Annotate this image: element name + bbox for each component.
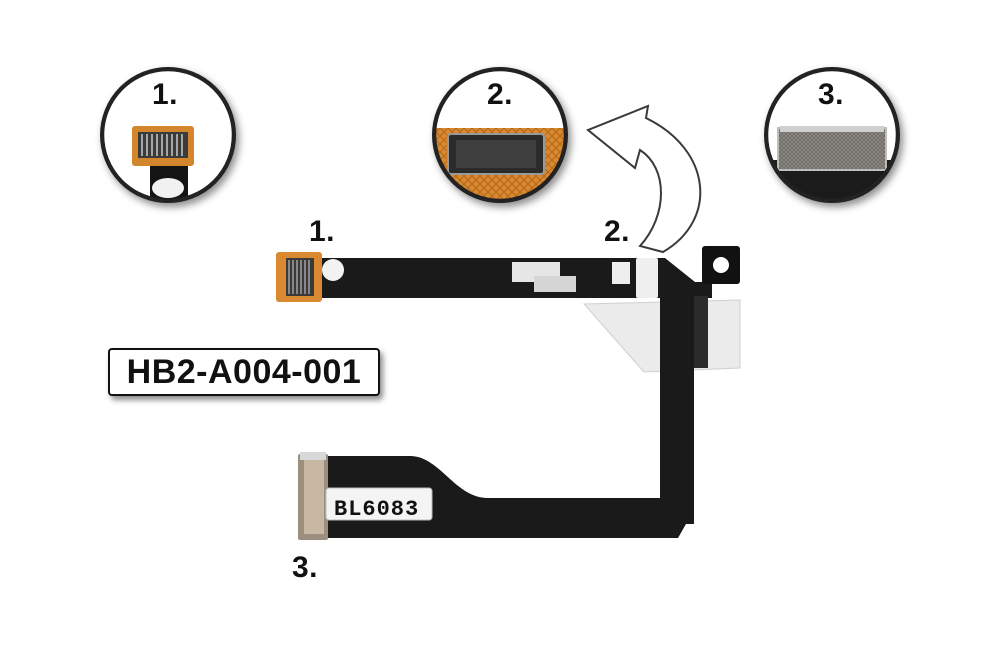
part-number-label: HB2-A004-001: [108, 348, 380, 396]
zoom-2-number: 2.: [487, 78, 514, 111]
curved-arrow-icon: [586, 104, 702, 254]
connector-3-label: 3.: [292, 551, 319, 584]
connector-1-label: 1.: [309, 215, 336, 248]
zoom-1-number: 1.: [152, 78, 179, 111]
connector-2-label: 2.: [604, 215, 631, 248]
flex-cable: [276, 246, 741, 540]
zoom-circle-3: [764, 67, 900, 203]
zoom-3-number: 3.: [818, 78, 845, 111]
serial-sticker: [325, 487, 433, 521]
sticker-code: BL6083: [334, 497, 420, 522]
zoom-circle-2: [432, 67, 568, 203]
zoom-circle-1: [100, 67, 236, 203]
